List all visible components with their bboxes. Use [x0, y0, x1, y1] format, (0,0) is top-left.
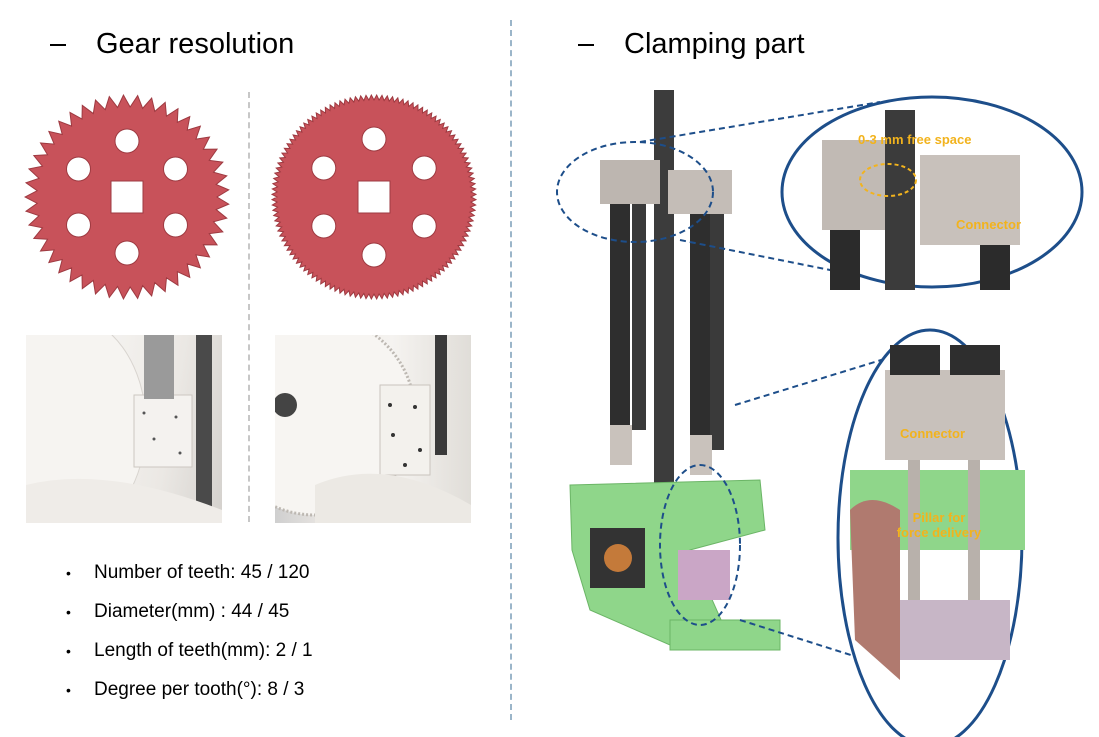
connector-bottom-label: Connector — [900, 426, 965, 441]
section-divider — [510, 20, 512, 720]
pillar-label: Pillar for force delivery — [884, 510, 994, 540]
connector-top-label: Connector — [956, 217, 1021, 232]
gear-45-photo — [26, 335, 222, 523]
bullet-icon: • — [66, 603, 71, 620]
clamping-assembly-image — [556, 90, 1084, 737]
gear-resolution-title: Gear resolution — [96, 28, 295, 60]
dash-icon — [578, 43, 594, 46]
gear-spec-list: • Number of teeth: 45 / 120 • Diameter(mm)… — [66, 553, 313, 709]
gear-45-teeth-image — [24, 94, 230, 300]
list-item: • Degree per tooth(°): 8 / 3 — [66, 670, 313, 709]
pillar-label-line2: force delivery — [896, 525, 982, 540]
pillar-label-line1: Pillar for — [912, 510, 966, 525]
gear-resolution-heading: Gear resolution — [50, 28, 294, 61]
gear-divider — [248, 92, 250, 522]
list-item: • Diameter(mm) : 44 / 45 — [66, 592, 313, 631]
list-item: • Number of teeth: 45 / 120 — [66, 553, 313, 592]
bullet-text: Diameter(mm) : 44 / 45 — [94, 600, 290, 622]
free-space-label: 0-3 mm free space — [858, 132, 972, 147]
bullet-text: Degree per tooth(°): 8 / 3 — [94, 678, 305, 700]
bullet-icon: • — [66, 564, 71, 581]
bullet-icon: • — [66, 642, 71, 659]
bullet-text: Number of teeth: 45 / 120 — [94, 561, 310, 583]
bullet-text: Length of teeth(mm): 2 / 1 — [94, 639, 313, 661]
bullet-icon: • — [66, 681, 71, 698]
list-item: • Length of teeth(mm): 2 / 1 — [66, 631, 313, 670]
clamping-part-title: Clamping part — [624, 28, 805, 60]
gear-120-photo — [275, 335, 471, 523]
gear-120-teeth-image — [271, 94, 477, 300]
clamping-part-heading: Clamping part — [578, 28, 805, 61]
dash-icon — [50, 43, 66, 46]
